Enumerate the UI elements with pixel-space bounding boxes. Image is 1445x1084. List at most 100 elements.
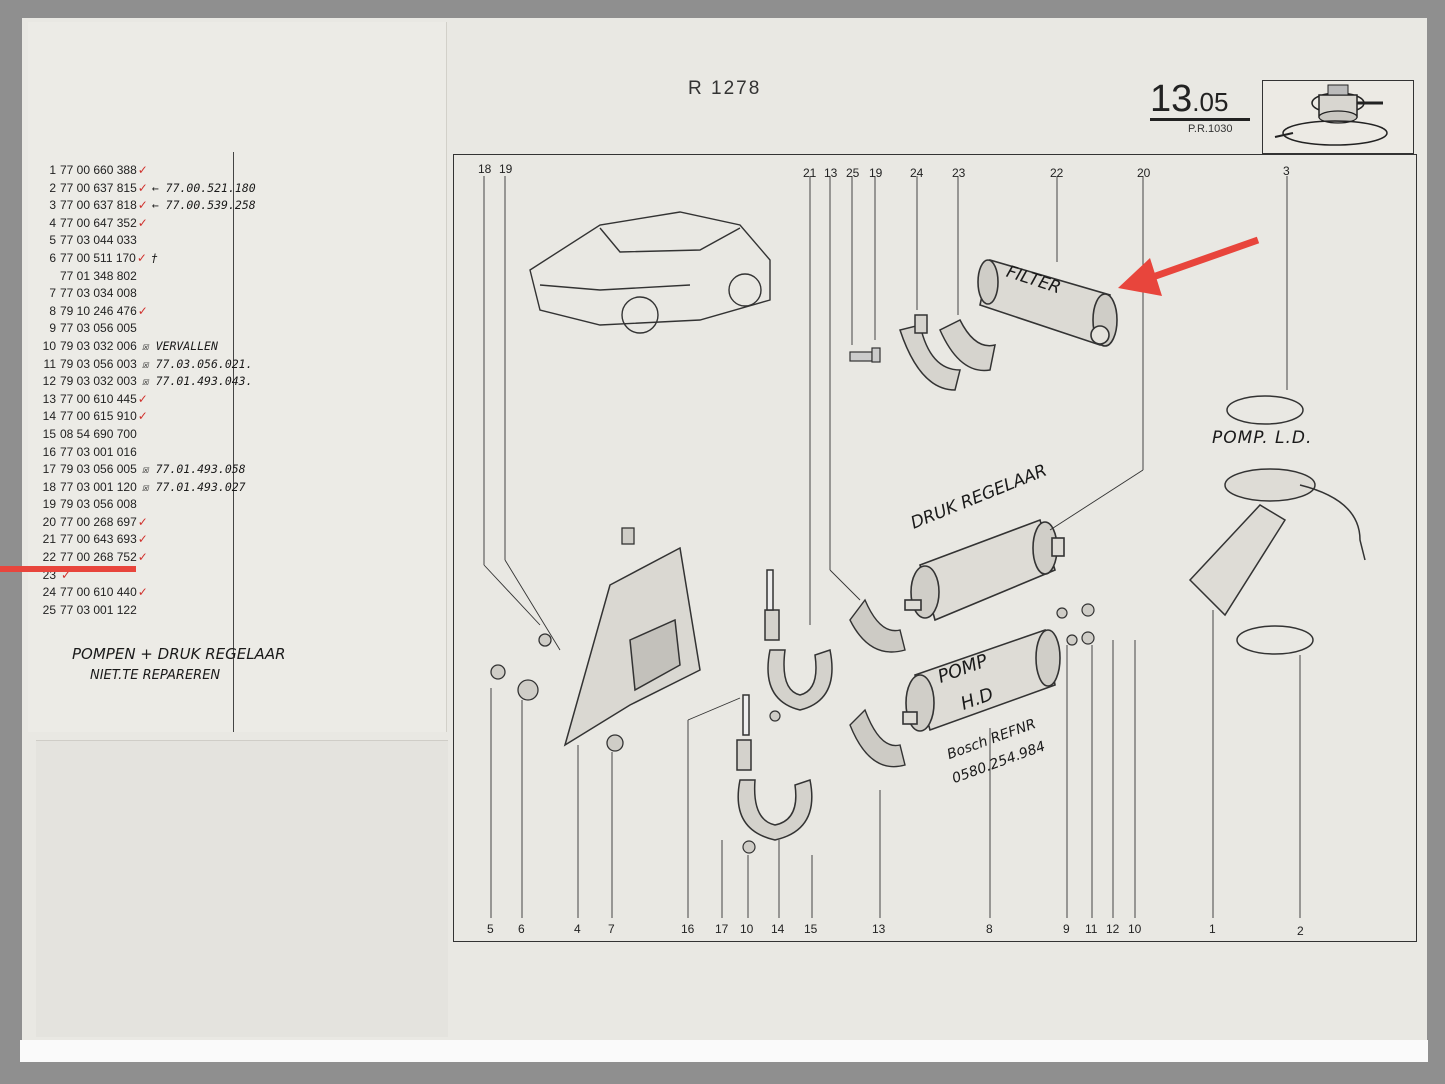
repair-note-line1: POMPEN + DRUK REGELAAR <box>72 645 286 663</box>
part-reference: 08 54 690 700 <box>60 426 137 441</box>
parts-list-page <box>28 22 447 732</box>
row-index: 1 <box>49 163 56 177</box>
list-divider <box>233 152 234 732</box>
part-reference: 77 00 610 440 <box>60 585 137 600</box>
component-thumbnail <box>1262 80 1414 154</box>
parts-list-row: 8 79 10 246 476✓ <box>38 304 256 322</box>
part-reference: 77 01 348 802 <box>60 268 137 283</box>
callout-top-19: 19 <box>499 162 513 176</box>
row-index: 5 <box>49 233 56 248</box>
row-index: 19 <box>42 497 56 512</box>
check-mark-icon: ✓ <box>137 585 148 600</box>
part-reference: 77 03 056 005 <box>60 321 137 336</box>
nut-icons <box>742 603 1095 854</box>
callout-top-3: 3 <box>1283 164 1290 178</box>
row-index: 20 <box>42 514 56 529</box>
callout-top-21: 21 <box>803 166 817 180</box>
part-reference: 79 03 056 003 <box>60 356 137 371</box>
callout-bottom-13: 13 <box>872 922 886 936</box>
callout-bottom-15: 15 <box>804 922 818 936</box>
handwritten-note: ☒ VERVALLEN <box>141 338 218 353</box>
row-index: 3 <box>49 198 56 213</box>
part-reference: 77 00 647 352 <box>60 215 137 230</box>
check-mark-icon: ✓ <box>137 409 148 424</box>
part-reference: 77 00 268 697 <box>60 514 137 529</box>
part-reference: 77 00 660 388 <box>60 163 137 177</box>
part-reference: 77 03 001 120 <box>60 479 137 494</box>
part-reference: 79 03 032 003 <box>60 374 137 389</box>
callout-top-18: 18 <box>478 162 492 176</box>
callout-top-20: 20 <box>1137 166 1151 180</box>
check-mark-icon: ✓ <box>137 163 148 177</box>
parts-list-row: 77 01 348 802 <box>38 269 256 287</box>
row-index: 18 <box>42 479 56 494</box>
row-index: 11 <box>43 356 56 371</box>
row-index: 4 <box>49 215 56 230</box>
row-index: 6 <box>49 250 56 265</box>
callout-top-22: 22 <box>1050 166 1064 180</box>
part-reference: 77 00 637 815 <box>60 180 137 195</box>
handwritten-note: ← 77.00.521.180 <box>151 180 256 195</box>
row-index: 25 <box>42 602 56 617</box>
fuel-filter-icon <box>977 258 1118 347</box>
part-reference: 77 03 001 016 <box>60 444 137 459</box>
parts-list-row: 14 77 00 615 910✓ <box>38 409 256 427</box>
handwritten-note: ☒ 77.01.493.027 <box>141 479 246 494</box>
part-reference: 77 00 268 752 <box>60 550 137 565</box>
row-index: 8 <box>49 303 56 318</box>
parts-list-row: 9 77 03 056 005 <box>38 321 256 339</box>
callout-bottom-12: 12 <box>1106 922 1120 936</box>
row-index: 14 <box>42 409 56 424</box>
handwritten-note: † <box>150 250 158 265</box>
part-reference: 79 03 032 006 <box>60 338 137 353</box>
callout-bottom-2: 2 <box>1297 924 1304 938</box>
callout-bottom-1: 1 <box>1209 922 1216 936</box>
annotation-arrow-icon <box>1118 236 1260 296</box>
row-index: 13 <box>42 391 56 406</box>
parts-list-row: 1 77 00 660 388✓ <box>38 163 256 181</box>
row-index: 9 <box>49 321 56 336</box>
part-reference: 77 00 643 693 <box>60 532 137 547</box>
parts-list-row: 11 79 03 056 003 ☒ 77.03.056.021. <box>38 357 256 375</box>
plate-number: 13.05 <box>1150 78 1228 121</box>
callout-bottom-17: 17 <box>715 922 729 936</box>
car-sketch-icon <box>529 211 771 334</box>
callout-bottom-4: 4 <box>574 922 581 936</box>
check-mark-icon: ✓ <box>137 198 148 213</box>
part-reference: 79 03 056 005 <box>60 462 137 477</box>
row-index: 7 <box>49 286 56 301</box>
clamp-liners-icon <box>849 598 906 768</box>
check-mark-icon: ✓ <box>137 391 148 406</box>
part-reference: 79 10 246 476 <box>60 303 137 318</box>
row-index: 22 <box>42 550 56 565</box>
small-parts-icons <box>490 527 635 752</box>
callout-bottom-11: 11 <box>1085 922 1098 936</box>
pump-clamps-icon <box>736 569 833 841</box>
check-mark-icon: ✓ <box>137 303 148 318</box>
parts-list-row: 10 79 03 032 006 ☒ VERVALLEN <box>38 339 256 357</box>
part-reference: 77 00 637 818 <box>60 198 137 213</box>
handwritten-note: ☒ 77.01.493.043. <box>141 374 253 389</box>
part-reference: 77 03 034 008 <box>60 286 137 301</box>
row-index: 10 <box>42 338 56 353</box>
part-reference: 77 00 615 910 <box>60 409 137 424</box>
clamp-rings-top <box>899 314 996 391</box>
handwritten-note: ☒ 77.03.056.021. <box>141 356 253 371</box>
callout-bottom-10: 10 <box>740 922 754 936</box>
leader-lines <box>483 176 1301 918</box>
callout-top-13: 13 <box>824 166 838 180</box>
check-mark-icon: ✓ <box>61 567 72 582</box>
row-index: 17 <box>42 462 56 477</box>
part-reference: 77 00 610 445 <box>60 391 137 406</box>
underlying-page <box>36 740 448 1037</box>
